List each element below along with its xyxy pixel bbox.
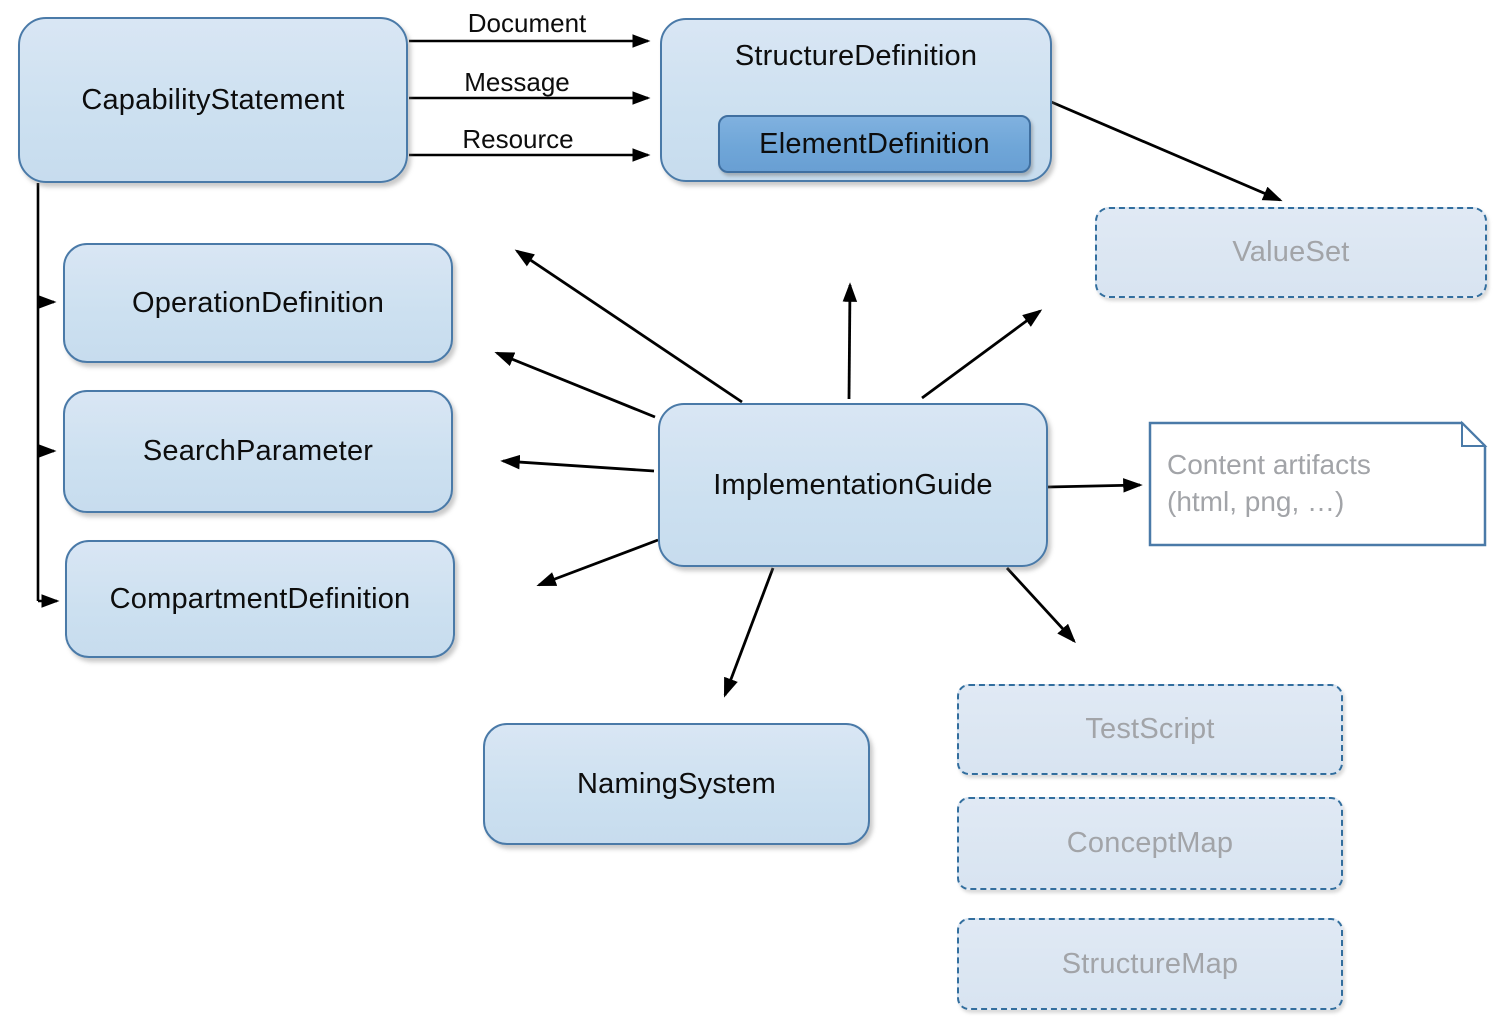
- node-implementation-guide-label: ImplementationGuide: [713, 468, 993, 501]
- edge-label-message: Message: [464, 67, 570, 97]
- node-element-definition-label: ElementDefinition: [759, 127, 990, 160]
- edge-ig-up: [842, 282, 858, 400]
- node-test-script: TestScript: [957, 684, 1343, 775]
- node-value-set: ValueSet: [1095, 207, 1487, 298]
- node-content-artifacts-sublabel: (html, png, …): [1167, 486, 1345, 517]
- edge-ig-to-test-script: [1005, 567, 1076, 644]
- node-search-parameter: SearchParameter: [63, 390, 453, 513]
- edge-ig-upper-left-far: [514, 249, 743, 404]
- edge-ig-left: [500, 454, 655, 473]
- node-concept-map-label: ConceptMap: [1066, 827, 1234, 859]
- node-capability-statement: CapabilityStatement: [18, 17, 408, 183]
- node-compartment-definition: CompartmentDefinition: [65, 540, 455, 658]
- node-naming-system: NamingSystem: [483, 723, 870, 845]
- edge-ig-lower-left: [536, 538, 659, 587]
- content-artifacts-note-fold: [1461, 420, 1488, 447]
- edge-label-resource: Resource: [462, 124, 574, 154]
- edge-label-document: Document: [467, 8, 587, 38]
- node-element-definition: ElementDefinition: [718, 115, 1031, 173]
- node-structure-map: StructureMap: [957, 918, 1343, 1010]
- node-compartment-definition-label: CompartmentDefinition: [109, 582, 411, 615]
- node-structure-definition-label: StructureDefinition: [734, 40, 978, 72]
- node-operation-definition: OperationDefinition: [63, 243, 453, 363]
- edge-ig-upper-left: [494, 351, 656, 419]
- node-test-script-label: TestScript: [1085, 713, 1215, 745]
- node-naming-system-label: NamingSystem: [576, 767, 776, 800]
- node-content-artifacts-label: Content artifacts: [1167, 449, 1371, 481]
- content-artifacts-note-shape: [1148, 421, 1487, 547]
- node-capability-statement-label: CapabilityStatement: [81, 83, 345, 116]
- node-search-parameter-label: SearchParameter: [142, 435, 374, 467]
- edge-ig-upper-right: [921, 309, 1043, 400]
- node-implementation-guide: ImplementationGuide: [658, 403, 1048, 567]
- edge-ig-to-naming-system: [723, 567, 775, 698]
- node-structure-map-label: StructureMap: [1061, 947, 1239, 980]
- edge-ig-to-content-artifacts: [1047, 478, 1143, 493]
- node-content-artifacts: Content artifacts (html, png, …): [1150, 423, 1485, 545]
- node-structure-definition: StructureDefinition ElementDefinition: [660, 18, 1052, 182]
- node-value-set-label: ValueSet: [1232, 236, 1350, 268]
- edge-to-value-set: [1048, 99, 1283, 202]
- node-concept-map: ConceptMap: [957, 797, 1343, 890]
- node-operation-definition-label: OperationDefinition: [131, 286, 385, 319]
